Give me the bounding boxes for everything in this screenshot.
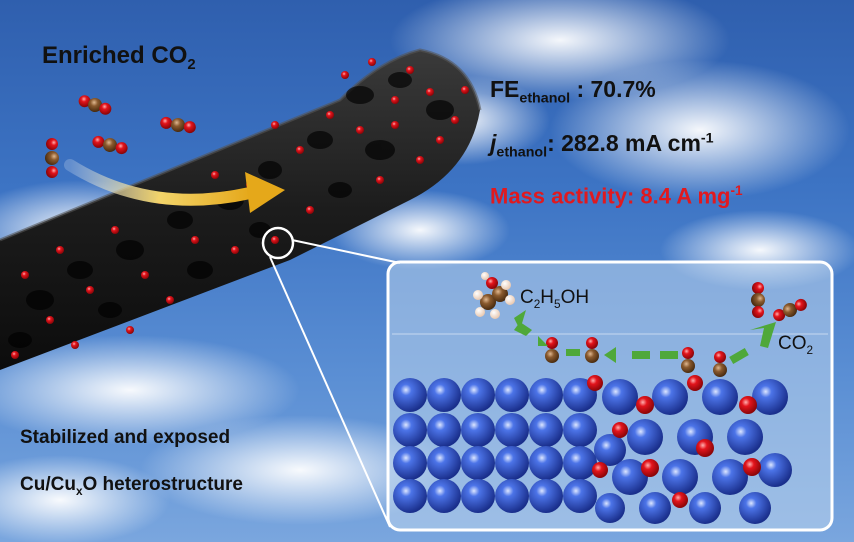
cu-lattice [393,378,792,524]
caption-line-1: Stabilized and exposed [20,427,231,448]
caption-line-2: Cu/CuxO heterostructure [20,474,243,498]
co2-molecule-inset [751,282,807,322]
faradaic-efficiency-label: FEethanol : 70.7% [490,76,656,107]
carbon-nanofiber [0,48,482,370]
enriched-co2-label: Enriched CO2 [42,42,196,73]
reaction-pathway-arrows [514,310,776,364]
ethanol-molecule [473,272,515,319]
heterostructure-inset [386,260,834,532]
zoom-indicator [261,226,401,528]
co2-molecules-gas [45,95,196,178]
partial-current-density-label: jethanol: 282.8 mA cm-1 [490,130,714,161]
adsorbed-co [545,337,727,377]
mass-activity-label: Mass activity: 8.4 A mg-1 [490,183,743,209]
co2-enrichment-arrow [64,159,285,213]
ethanol-product-label: C2H5OH [520,287,590,311]
oxygen-atoms [587,375,761,508]
co2-reactant-label: CO2 [778,333,814,357]
